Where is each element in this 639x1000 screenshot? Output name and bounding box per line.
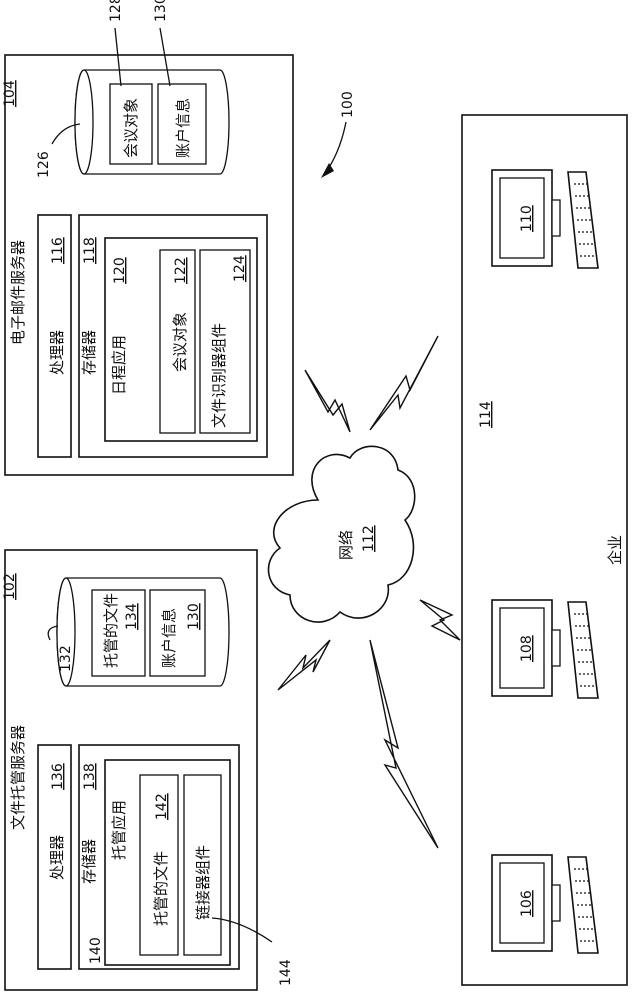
lightning-bolt-file-server [277, 639, 331, 691]
email-storage-ref: 118 [82, 237, 98, 264]
computer-106: 106 [491, 854, 599, 954]
file-db-hosted-files-label: 托管的文件 [102, 593, 120, 668]
stand-108 [551, 629, 561, 667]
email-db-account-info-label: 账户信息 [174, 98, 192, 158]
lightning-bolt-network-enterprise [419, 599, 461, 641]
linker-ref: 144 [278, 959, 294, 986]
file-db-ref: 132 [58, 645, 74, 672]
stand-110 [551, 199, 561, 237]
arrowhead-100 [321, 163, 334, 178]
file-processor-label: 处理器 [48, 835, 66, 880]
computer-108: 108 [491, 599, 599, 699]
hosted-files-box [139, 774, 179, 956]
email-db-meeting-object-box [109, 83, 153, 165]
leader-130-email [159, 27, 171, 87]
email-processor: 116 处理器 [37, 214, 72, 458]
file-db-account-info-box [149, 589, 206, 677]
email-db-ref: 126 [36, 151, 52, 178]
email-database-end [74, 69, 94, 175]
screen-106 [499, 862, 545, 944]
meeting-object-ref: 122 [173, 257, 189, 284]
leader-144 [211, 917, 273, 943]
email-storage-label: 存储器 [80, 330, 98, 375]
network-ref: 112 [361, 525, 377, 552]
lightning-bolt-enterprise-top [369, 335, 439, 431]
stand-106 [551, 884, 561, 922]
enterprise-label: 企业 [606, 535, 624, 565]
leader-126 [51, 123, 81, 145]
calendar-app-ref: 120 [112, 257, 128, 284]
email-server-ref: 104 [2, 80, 18, 107]
file-server-ref: 102 [2, 573, 18, 600]
email-db-account-info-box [157, 83, 207, 165]
hosted-files-label: 托管的文件 [152, 851, 170, 926]
file-processor: 136 处理器 [37, 744, 72, 970]
computer-110: 110 [491, 169, 599, 269]
enterprise: 114 企业 110 108 106 [461, 114, 628, 986]
email-db-meeting-object-label: 会议对象 [122, 98, 140, 158]
hosted-files-ref: 142 [154, 793, 170, 820]
file-identifier-box [199, 249, 251, 434]
file-db-hosted-files-ref: 134 [124, 603, 140, 630]
file-storage-label: 存储器 [80, 839, 98, 884]
email-server-title: 电子邮件服务器 [9, 240, 27, 345]
screen-110 [499, 177, 545, 259]
email-db-meeting-ref: 128 [108, 0, 124, 22]
file-db-hosted-files-box [91, 589, 146, 677]
computer-108-ref: 108 [519, 635, 535, 662]
file-identifier-ref: 124 [232, 255, 248, 282]
linker-label: 链接器组件 [194, 845, 212, 920]
file-db-account-info-ref: 130 [186, 603, 202, 630]
lightning-bolt-email [304, 369, 351, 433]
calendar-app-label: 日程应用 [110, 335, 128, 395]
email-db-account-ref: 130 [153, 0, 169, 22]
meeting-object-box [159, 249, 196, 434]
file-server-title: 文件托管服务器 [9, 725, 27, 830]
hosting-app-ref: 140 [88, 937, 104, 964]
network-label: 网络 [337, 530, 355, 560]
email-processor-ref: 116 [50, 237, 66, 264]
file-identifier-label: 文件识别器组件 [210, 323, 228, 428]
email-database: 会议对象 账户信息 128 130 126 [36, 0, 230, 178]
figure-ref: 100 [340, 91, 356, 118]
email-storage: 118 存储器 120 日程应用 122 会议对象 124 文件识别器组件 [78, 214, 268, 458]
file-storage-ref: 138 [82, 763, 98, 790]
enterprise-ref: 114 [478, 401, 494, 428]
computer-110-ref: 110 [519, 205, 535, 232]
email-processor-label: 处理器 [48, 330, 66, 375]
network: 网络 112 [267, 445, 416, 623]
file-processor-ref: 136 [50, 763, 66, 790]
file-database-end [56, 577, 76, 687]
email-processor-box [37, 214, 72, 458]
file-db-account-info-label: 账户信息 [160, 608, 178, 668]
file-processor-box [37, 744, 72, 970]
lightning-bolt-enterprise-bottom [369, 639, 439, 849]
computer-106-ref: 106 [519, 890, 535, 917]
file-database: 托管的文件 134 账户信息 130 132 [47, 577, 230, 687]
leader-128 [114, 27, 122, 87]
network-cloud [267, 445, 416, 623]
file-server: 102 文件托管服务器 托管的文件 134 账户信息 130 132 136 处… [2, 549, 258, 991]
hosting-app-label: 托管应用 [110, 800, 128, 860]
screen-108 [499, 607, 545, 689]
linker-box [183, 774, 222, 956]
meeting-object-label: 会议对象 [171, 312, 189, 372]
leader-132 [47, 625, 59, 641]
file-storage: 138 存储器 托管应用 142 托管的文件 链接器组件 [78, 744, 240, 970]
email-server: 104 电子邮件服务器 会议对象 账户信息 128 130 126 116 处理… [2, 0, 294, 476]
